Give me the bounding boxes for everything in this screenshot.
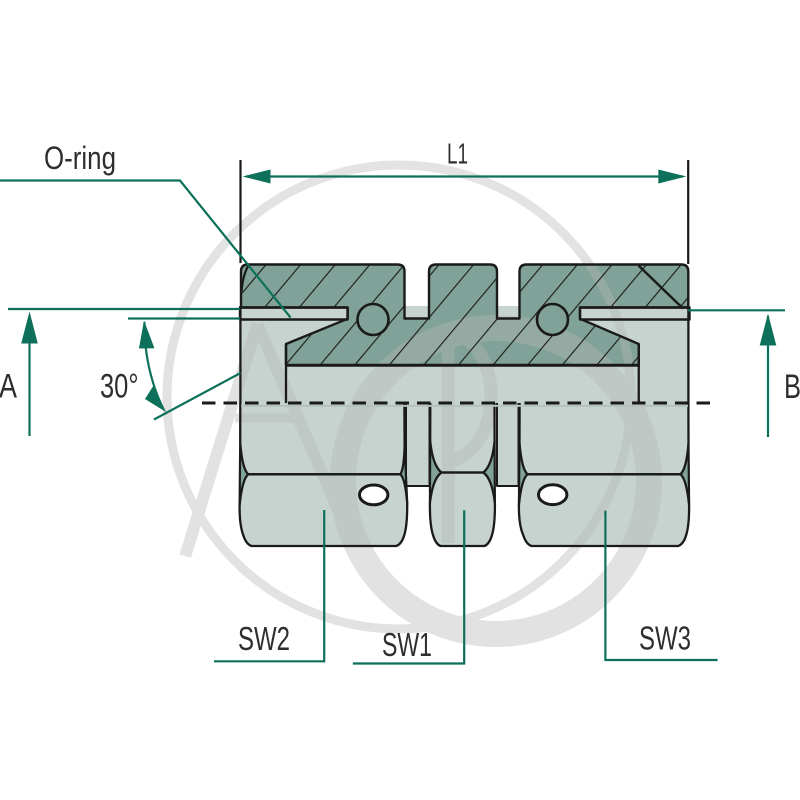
svg-text:O-ring: O-ring [44, 140, 116, 176]
svg-text:SW2: SW2 [238, 620, 290, 657]
svg-text:B: B [784, 368, 800, 406]
svg-text:L1: L1 [447, 139, 468, 171]
svg-text:A: A [0, 368, 17, 406]
svg-text:SW3: SW3 [639, 620, 691, 657]
svg-text:30°: 30° [100, 368, 139, 406]
svg-text:SW1: SW1 [382, 626, 432, 663]
